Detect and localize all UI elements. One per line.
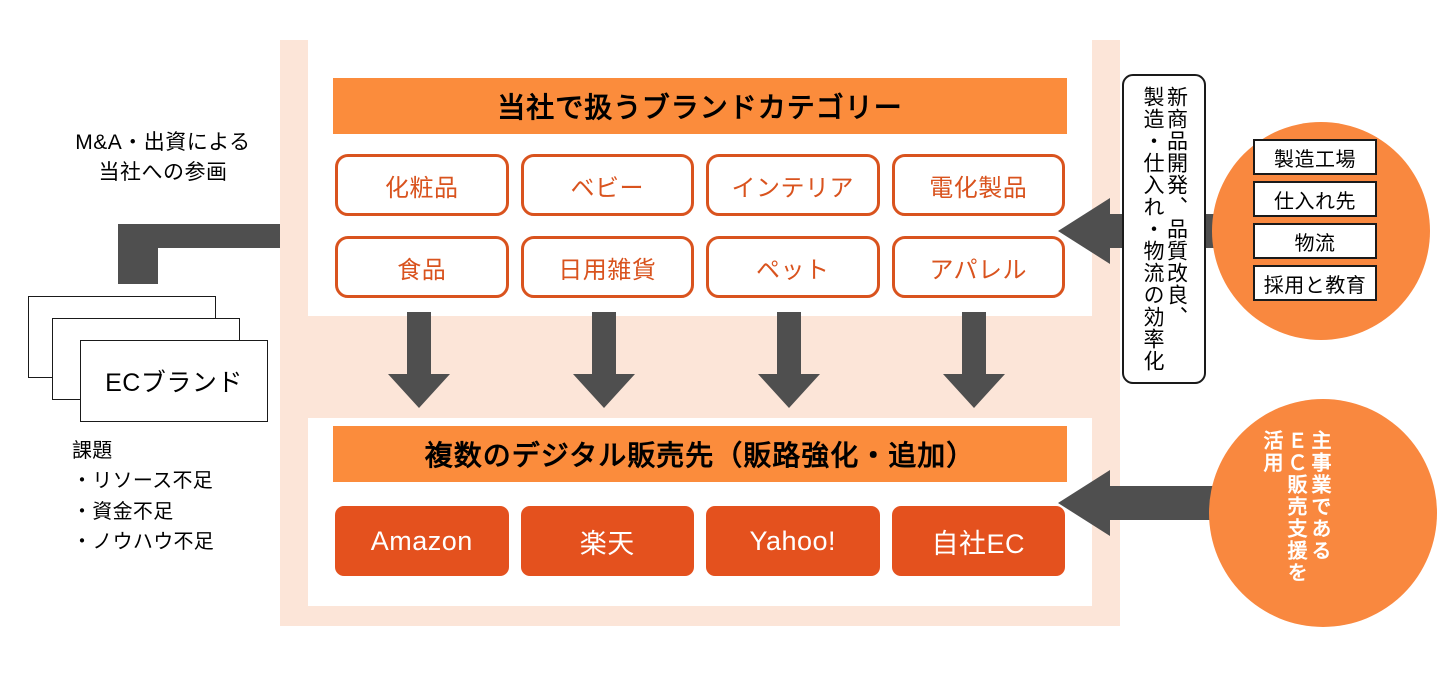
marketplace-grid: Amazon 楽天 Yahoo! 自社EC (335, 506, 1065, 576)
marketplace-chip-rakuten[interactable]: 楽天 (520, 506, 694, 576)
ec-brand-card-stack: ECブランド (28, 296, 278, 436)
down-arrow-icon-4 (943, 312, 1005, 408)
category-pill-cosmetics[interactable]: 化粧品 (335, 154, 509, 216)
issue-item-2: ・ノウハウ不足 (72, 531, 215, 554)
supply-chip-supplier[interactable]: 仕入れ先 (1253, 181, 1377, 217)
category-pill-interior[interactable]: インテリア (706, 154, 880, 216)
supply-chip-factory[interactable]: 製造工場 (1253, 139, 1377, 175)
category-pill-apparel[interactable]: アパレル (891, 236, 1065, 298)
down-arrow-icon-3 (758, 312, 820, 408)
improvement-vertical-box: 新商品開発、品質改良、 製造・仕入れ・物流の効率化 (1122, 74, 1206, 384)
ma-investment-caption: M&A・出資による 当社への参画 (48, 128, 278, 188)
category-pill-appliances[interactable]: 電化製品 (891, 154, 1065, 216)
marketplace-chip-yahoo[interactable]: Yahoo! (706, 506, 880, 576)
ec-support-line3: 活用 (1260, 430, 1282, 474)
down-arrow-icon-2 (573, 312, 635, 408)
ec-support-circle (1209, 399, 1437, 627)
ec-brand-card-front: ECブランド (80, 340, 268, 422)
issue-item-1: ・資金不足 (72, 500, 174, 523)
improvement-text-line2: 製造・仕入れ・物流の効率化 (1141, 86, 1164, 372)
supply-chip-list: 製造工場 仕入れ先 物流 採用と教育 (1253, 139, 1377, 301)
improvement-text-line1: 新商品開発、品質改良、 (1164, 86, 1188, 328)
category-pill-food[interactable]: 食品 (335, 236, 509, 298)
ec-support-text: 主事業である ＥＣ販売支援を 活用 (1260, 430, 1330, 600)
issues-title: 課題 (72, 440, 113, 462)
ec-support-line1: 主事業である (1308, 430, 1330, 562)
category-pill-pet[interactable]: ペット (706, 236, 880, 298)
ma-elbow-arrow-icon (118, 202, 338, 284)
supply-chip-hiring-training[interactable]: 採用と教育 (1253, 265, 1377, 301)
marketplace-chip-own-ec[interactable]: 自社EC (891, 506, 1065, 576)
issue-item-0: ・リソース不足 (72, 470, 214, 493)
ec-support-line2: ＥＣ販売支援を (1284, 430, 1306, 584)
ec-brand-card-label: ECブランド (105, 369, 243, 397)
brand-category-grid: 化粧品 ベビー インテリア 電化製品 食品 日用雑貨 ペット アパレル (335, 154, 1065, 302)
brand-section-header: 当社で扱うブランドカテゴリー (333, 78, 1067, 134)
ma-caption-line2: 当社への参画 (98, 160, 228, 184)
issues-list: 課題 ・リソース不足 ・資金不足 ・ノウハウ不足 (72, 436, 214, 558)
category-pill-baby[interactable]: ベビー (520, 154, 694, 216)
ma-caption-line1: M&A・出資による (75, 131, 251, 154)
marketplace-chip-amazon[interactable]: Amazon (335, 506, 509, 576)
sales-section-header: 複数のデジタル販売先（販路強化・追加） (333, 426, 1067, 482)
supply-chip-logistics[interactable]: 物流 (1253, 223, 1377, 259)
category-pill-daily-goods[interactable]: 日用雑貨 (520, 236, 694, 298)
down-arrow-icon-1 (388, 312, 450, 408)
